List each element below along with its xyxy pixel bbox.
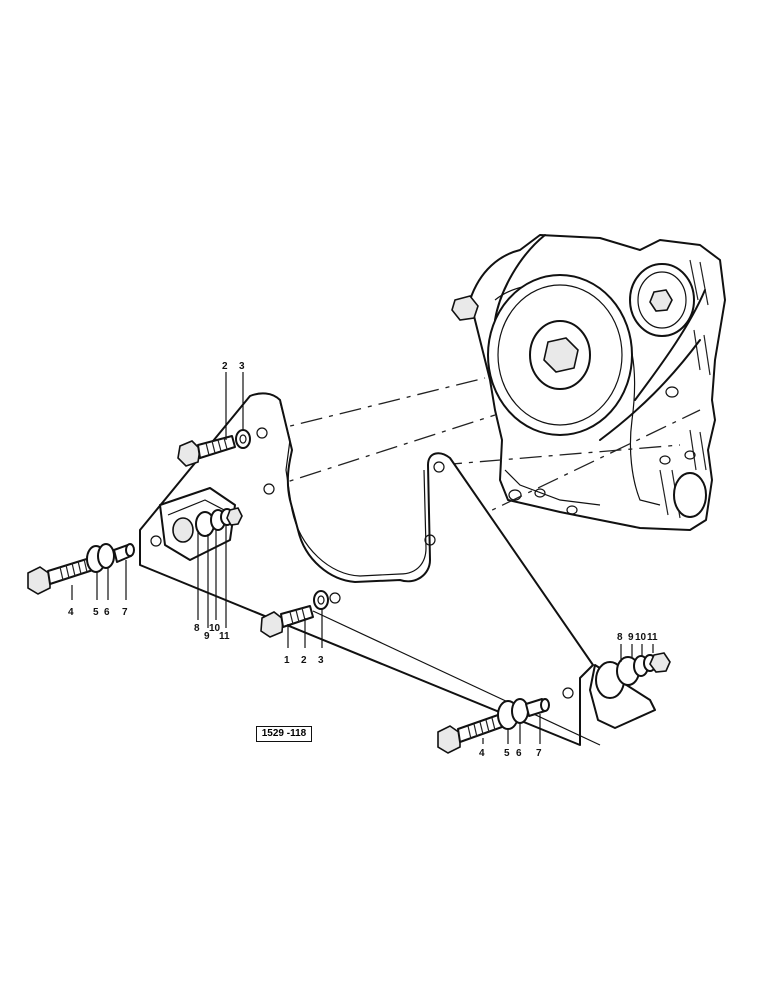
bolt-2-upper [177,435,236,467]
callout-4-left: 4 [68,607,74,618]
callout-9-right: 9 [628,632,634,643]
bolt-4-left [27,557,94,595]
callout-9-left: 9 [204,631,210,642]
callout-11-left: 11 [219,631,230,642]
engine-shading [659,259,711,519]
callout-2-lower: 2 [301,655,307,666]
right-rubber-mount [589,652,671,729]
idler-pulley-nut [649,289,673,312]
engine-boss [673,472,707,518]
callout-7-right: 7 [536,748,542,759]
callout-8-right: 8 [617,632,623,643]
callout-8-left: 8 [194,623,200,634]
washer-6-right [511,698,529,724]
washer-3-upper [235,429,251,449]
engine-bolt-head [451,295,479,321]
callout-10-right: 10 [635,632,647,643]
drive-belt [494,234,706,401]
callout-11-right: 11 [647,632,658,643]
engine-block [451,234,726,531]
callout-7-left: 7 [122,607,128,618]
callout-3-upper: 3 [239,361,245,372]
callout-5-right: 5 [504,748,510,759]
washer-6-left [97,543,115,569]
callout-5-left: 5 [93,607,99,618]
callout-4-right: 4 [479,748,485,759]
drawing-reference-number: 1529 -118 [256,726,312,742]
callout-2-upper: 2 [222,361,228,372]
bolt-4-right [437,714,503,754]
callout-6-left: 6 [104,607,110,618]
leader-lines [71,372,654,744]
callout-6-right: 6 [516,748,522,759]
callout-labels: 2 3 4 5 6 7 8 9 10 11 1 2 3 8 9 10 11 4 … [68,361,658,759]
callout-10-left: 10 [209,623,221,634]
callout-3-lower: 3 [318,655,324,666]
mounting-bracket [139,392,594,746]
callout-1-lower: 1 [284,655,290,666]
washer-3-lower [313,590,329,610]
crank-pulley-nut [543,337,579,373]
